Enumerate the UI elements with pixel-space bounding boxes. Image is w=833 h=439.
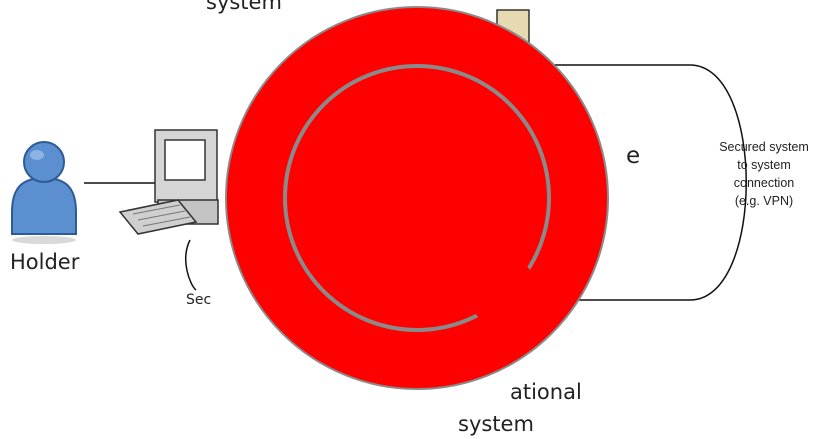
desktop-computer-icon [120,130,218,234]
person-icon [12,142,76,244]
national-system-label-line1: ational [510,380,582,404]
computer-to-service-line [186,240,196,290]
customs-system-label-tail: e [626,143,640,169]
vpn-note-line: (e.g. VPN) [702,192,826,210]
customs-system-label-line1: oms syste [432,143,549,169]
server-icon [458,248,548,340]
top-system-label: system [206,0,282,14]
vpn-note-line: Secured system [702,138,826,156]
national-system-label-line2: system [458,412,534,436]
secured-service-label-right: service [330,292,380,308]
vpn-connection-note: Secured system to system connection (e.g… [702,138,826,211]
customs-system-label-line2: y of dep [440,178,534,204]
holder-label: Holder [10,250,79,274]
vpn-note-line: connection [702,174,826,192]
secured-service-label-left: Sec [186,292,211,308]
vpn-note-line: to system [702,156,826,174]
server-icon [458,10,548,128]
